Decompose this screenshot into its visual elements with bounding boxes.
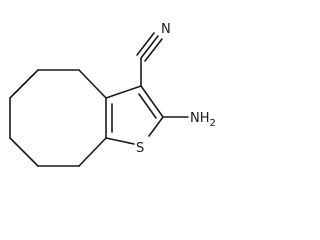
bond-c7-c8 <box>9 137 39 167</box>
bond-c9-c9a <box>78 137 107 167</box>
bond-c2-s <box>148 116 164 137</box>
bond-c3a-c4 <box>78 69 107 99</box>
bond-c5-c6 <box>9 69 39 99</box>
bond-cn-triple-2 <box>136 32 155 56</box>
amino-subscript-2: 2 <box>210 118 216 129</box>
nitrile-group <box>136 32 163 87</box>
bond-c3-c2 <box>140 85 164 118</box>
molecule-structure-diagram: N NH2 S <box>9 22 216 167</box>
bond-c3-c2-inner <box>138 93 157 119</box>
cyclooctane-ring <box>9 69 107 167</box>
bond-cn-triple-1 <box>140 35 159 59</box>
thiophene-ring <box>105 85 164 145</box>
nitrile-nitrogen-label: N <box>161 22 171 37</box>
bond-cn-triple-3 <box>144 38 163 62</box>
bond-s-c9a <box>105 137 135 145</box>
sulfur-atom-label: S <box>136 141 144 156</box>
amino-group-label: NH2 <box>190 111 216 129</box>
bond-c3a-c3 <box>105 85 142 99</box>
amino-nh-text: NH <box>190 111 210 126</box>
